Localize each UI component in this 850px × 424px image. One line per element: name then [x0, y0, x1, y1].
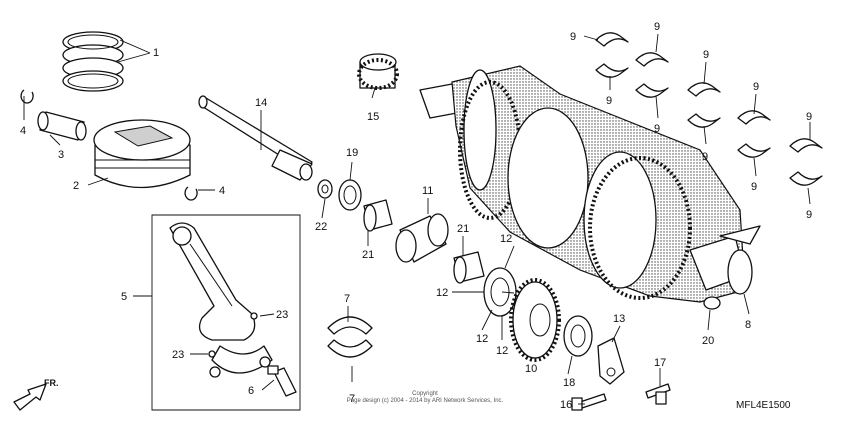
- piston-rings[interactable]: [62, 31, 124, 92]
- callout-12-top: 12: [500, 233, 512, 245]
- callout-21-left: 21: [362, 249, 374, 261]
- diagram-code: MFL4E1500: [736, 400, 791, 411]
- callout-19: 19: [346, 147, 358, 159]
- piston-pin[interactable]: [37, 111, 87, 141]
- connecting-rod-cap[interactable]: [209, 345, 273, 378]
- primary-drive-gear[interactable]: [509, 278, 561, 362]
- rod-dowel-lower[interactable]: [208, 350, 216, 358]
- connecting-rod[interactable]: [169, 222, 256, 341]
- callout-2: 2: [73, 180, 79, 192]
- copyright-line: Page design (c) 2004 - 2014 by ARI Netwo…: [347, 398, 504, 404]
- piston-pin-clip-lower[interactable]: [184, 186, 198, 201]
- callout-22: 22: [315, 221, 327, 233]
- callout-10: 10: [525, 363, 537, 375]
- callout-9-4: 9: [654, 123, 660, 135]
- front-direction-label: FR.: [44, 378, 59, 388]
- bolt-17[interactable]: [645, 383, 671, 405]
- woodruff-key[interactable]: [703, 296, 721, 310]
- callout-23-lower: 23: [172, 349, 184, 361]
- thrust-washer[interactable]: [563, 315, 593, 357]
- washer-22[interactable]: [317, 179, 333, 199]
- callout-5: 5: [121, 291, 127, 303]
- callout-12-bottom: 12: [496, 345, 508, 357]
- rod-dowel-upper[interactable]: [250, 312, 258, 320]
- small-gear[interactable]: [357, 53, 399, 90]
- piston[interactable]: [93, 119, 191, 189]
- main-bearing-shell-4[interactable]: [737, 110, 771, 158]
- callout-9-1: 9: [570, 31, 576, 43]
- connecting-rod-bolt[interactable]: [267, 365, 297, 397]
- main-bearing-shell-3[interactable]: [687, 82, 721, 128]
- connecting-rod-box: [151, 214, 301, 411]
- callout-9-3: 9: [654, 21, 660, 33]
- callout-9-8: 9: [751, 181, 757, 193]
- callout-12-mid: 12: [476, 333, 488, 345]
- copyright-title: Copyright: [412, 391, 438, 397]
- callout-13: 13: [613, 313, 625, 325]
- callout-18: 18: [563, 377, 575, 389]
- callout-9-9: 9: [806, 111, 812, 123]
- callout-12-left: 12: [436, 287, 448, 299]
- seal-19[interactable]: [338, 179, 362, 211]
- callout-9-5: 9: [703, 49, 709, 61]
- callout-9-10: 9: [806, 209, 812, 221]
- bolt-16[interactable]: [571, 393, 607, 411]
- callout-20: 20: [702, 335, 714, 347]
- rod-bearing-shell-upper[interactable]: [327, 316, 373, 335]
- piston-pin-clip-upper[interactable]: [20, 89, 34, 104]
- callout-4-upper: 4: [20, 125, 26, 137]
- callout-7-lower: 7: [349, 393, 355, 405]
- callout-9-7: 9: [753, 81, 759, 93]
- leader-lines: [23, 33, 811, 405]
- callout-21-right: 21: [457, 223, 469, 235]
- needle-bearing-right[interactable]: [453, 251, 485, 284]
- sensor-bracket[interactable]: [597, 337, 625, 385]
- callout-16: 16: [560, 399, 572, 411]
- callout-9-2: 9: [606, 95, 612, 107]
- needle-bearing-left[interactable]: [363, 199, 393, 232]
- callout-8: 8: [745, 319, 751, 331]
- callout-17: 17: [654, 357, 666, 369]
- callout-7-upper: 7: [344, 293, 350, 305]
- callout-4-lower: 4: [219, 185, 225, 197]
- callout-23-upper: 23: [276, 309, 288, 321]
- balancer-shaft[interactable]: [198, 95, 313, 181]
- callout-labels: 1 2 3 4 4 5 6 7 7 8 9 9 9 9 9 9 9 9 9 9 …: [20, 21, 812, 411]
- front-direction-arrow: FR.: [13, 378, 59, 411]
- main-bearing-shell-1[interactable]: [595, 32, 629, 78]
- main-bearing-shell-2[interactable]: [635, 52, 669, 98]
- main-bearing-shell-5[interactable]: [789, 138, 823, 186]
- callout-3: 3: [58, 149, 64, 161]
- rod-bearing-shell-lower[interactable]: [327, 339, 373, 358]
- callout-14: 14: [255, 97, 267, 109]
- callout-9-6: 9: [702, 151, 708, 163]
- callout-11: 11: [422, 185, 433, 197]
- gear-hub[interactable]: [395, 213, 449, 263]
- callout-15: 15: [367, 111, 379, 123]
- callout-6: 6: [248, 385, 254, 397]
- callout-1: 1: [153, 47, 159, 59]
- crankshaft[interactable]: [419, 65, 761, 303]
